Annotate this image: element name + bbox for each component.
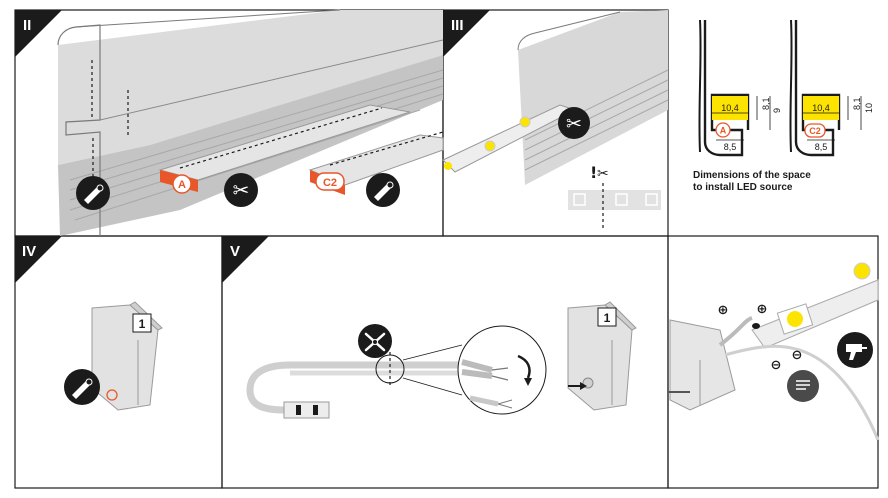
wire-detail-zoom (402, 325, 547, 415)
connector-number-iv: 1 (139, 317, 146, 331)
panel-v: 1 V (222, 236, 637, 419)
dim-c2-width-top: 10,4 (812, 103, 830, 113)
dim-a-width-bottom: 8,5 (724, 142, 737, 152)
dim-a-depth: 8,1 (761, 97, 771, 110)
text-note-icon (787, 370, 819, 402)
dim-c2-width-bottom: 8,5 (815, 142, 828, 152)
panel-iii: ✂ ! ✂ III (442, 10, 669, 230)
dim-a-height: 9 (772, 108, 782, 113)
svg-text:✂: ✂ (233, 178, 250, 202)
step-badge (222, 236, 269, 283)
strip-a-label: A (178, 179, 186, 191)
press-tool-icon (64, 369, 100, 405)
panel-iv: 1 IV (15, 236, 163, 411)
step-number-v: V (230, 243, 240, 260)
press-tool-icon (366, 173, 400, 207)
wire-stripper-icon (358, 324, 392, 358)
step-number-iii: III (451, 17, 464, 34)
svg-text:!: ! (590, 163, 597, 182)
polarity-minus-1: ⊖ (771, 358, 782, 373)
press-tool-icon (76, 176, 110, 210)
panel-wiring: ⊕ ⊕ ⊖ ⊖ (668, 262, 880, 441)
scissors-icon: ✂ (558, 107, 590, 139)
polarity-plus-1: ⊕ (718, 303, 729, 318)
profile-dimension-a: 10,4 8,5 8,1 9 A (698, 19, 782, 157)
dimensions-caption-line2: to install LED source (693, 182, 793, 193)
strip-c2-label: C2 (323, 177, 337, 189)
cable (246, 352, 460, 419)
dimensions-caption-line1: Dimensions of the space (693, 170, 811, 181)
step-number-iv: IV (22, 243, 36, 260)
cut-mark-icon: ! ✂ (590, 163, 609, 182)
profile-dimension-c2: 10,4 8,5 8,1 10 C2 (789, 19, 874, 157)
led-strip-a: A (158, 104, 411, 194)
arrow-icon (517, 354, 531, 379)
svg-text:✂: ✂ (566, 113, 582, 135)
led-strip-c2: C2 (308, 131, 444, 195)
connector-housing (668, 319, 736, 411)
step-badge (15, 236, 62, 283)
strip-cut-segment (568, 183, 661, 230)
step-badge (443, 10, 490, 57)
scissors-icon: ✂ (224, 173, 258, 207)
polarity-minus-2: ⊖ (792, 348, 803, 363)
profile-c2-label: C2 (809, 126, 821, 136)
polarity-plus-2: ⊕ (757, 302, 768, 317)
step-badge (15, 10, 62, 57)
svg-text:✂: ✂ (597, 166, 609, 182)
connector-number-v: 1 (604, 311, 611, 325)
dim-c2-height: 10 (864, 103, 874, 113)
dim-a-width-top: 10,4 (721, 103, 739, 113)
step-number-ii: II (23, 17, 31, 34)
glue-gun-icon (837, 332, 873, 368)
dim-c2-depth: 8,1 (852, 97, 862, 110)
panel-ii: A C2 ✂ II (15, 9, 444, 236)
profile-a-label: A (720, 126, 727, 136)
